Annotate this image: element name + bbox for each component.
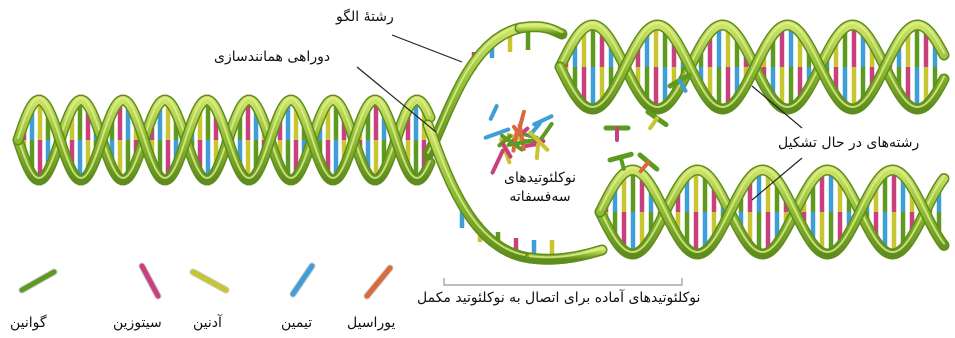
nucleotides-label-line1: نوکلئوتیدهای: [470, 170, 610, 187]
legend-label-cytosine: سیتوزین: [113, 315, 162, 331]
legend-icon-4: [367, 268, 390, 296]
free-nucleotide: [491, 106, 497, 119]
legend-label-guanine: گوانین: [10, 315, 47, 331]
legend-label-thymine: تیمین: [281, 315, 312, 331]
free-nucleotide: [541, 124, 552, 140]
forming-strands-label: رشته‌های در حال تشکیل: [778, 135, 919, 152]
legend-icon-3: [293, 266, 312, 294]
legend-label-uracil: یوراسیل: [347, 315, 395, 331]
legend-icon-1: [142, 266, 158, 296]
free-nucleotide: [520, 125, 524, 149]
free-nucleotide: [534, 116, 551, 124]
upper-daughter-strand-b: [560, 25, 944, 109]
drifting-nucleotide-base: [650, 118, 657, 128]
upper-template-arm-outline: [428, 28, 520, 155]
legend-icon-2: [193, 272, 226, 290]
replication-fork-label: دوراهی همانندسازی: [214, 49, 330, 66]
free-nucleotide-cluster: [486, 75, 689, 173]
nucleotides-label-line2: سه‌فسفاته: [470, 189, 610, 206]
legend-label-adenine: آدنین: [193, 315, 222, 331]
ready-nucleotides-bracket: [444, 278, 682, 285]
legend-icon-0: [22, 272, 54, 290]
ready-nucleotides-label: نوکلئوتیدهای آماده برای اتصال به نوکلئوت…: [417, 290, 700, 307]
legend-icons: [22, 266, 390, 296]
template-strand-label: رشتهٔ الگو: [336, 9, 394, 26]
template-strand-pointer: [392, 35, 462, 62]
